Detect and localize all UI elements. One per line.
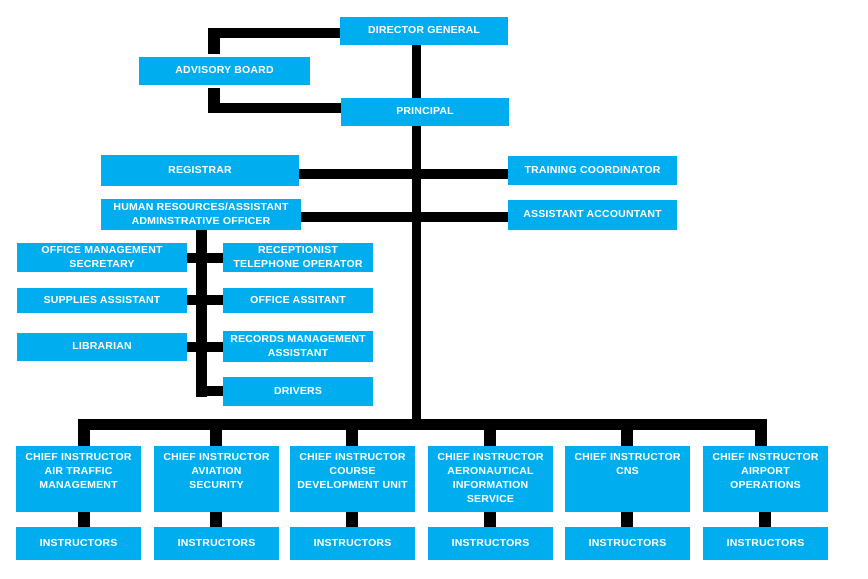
node-chief-aeronautical-information-service: CHIEF INSTRUCTOR AERONAUTICAL INFORMATIO… [428, 446, 553, 512]
node-instructors-airport-operations: INSTRUCTORS [703, 527, 828, 560]
connector-stub-drivers [196, 386, 223, 396]
connector-stub-row-librarian [187, 342, 223, 352]
node-chief-course-development-unit: CHIEF INSTRUCTOR COURSE DEVELOPMENT UNIT [290, 446, 415, 512]
node-office-assitant: OFFICE ASSITANT [223, 288, 373, 313]
node-instructors-air-traffic-management: INSTRUCTORS [16, 527, 141, 560]
node-chief-cns: CHIEF INSTRUCTOR CNS [565, 446, 690, 512]
node-hr-admin-officer: HUMAN RESOURCES/ASSISTANT ADMINSTRATIVE … [101, 199, 301, 230]
connector-advisory-bottom [208, 103, 342, 113]
connector-spine [78, 419, 767, 430]
node-drivers: DRIVERS [223, 377, 373, 406]
connector-registrar-row [299, 169, 508, 179]
node-receptionist-telephone-operator: RECEPTIONIST TELEPHONE OPERATOR [223, 243, 373, 272]
connector-instructors-stub-5 [621, 512, 633, 527]
node-instructors-aeronautical-information-service: INSTRUCTORS [428, 527, 553, 560]
node-supplies-assistant: SUPPLIES ASSISTANT [17, 288, 187, 313]
connector-hr-subtree-vertical [196, 230, 207, 397]
node-instructors-aviation-security: INSTRUCTORS [154, 527, 279, 560]
node-principal: PRINCIPAL [341, 98, 509, 126]
node-assistant-accountant: ASSISTANT ACCOUNTANT [508, 200, 677, 230]
node-advisory-board: ADVISORY BOARD [136, 54, 313, 88]
node-office-management-secretary: OFFICE MANAGEMENT SECRETARY [17, 243, 187, 272]
node-registrar: REGISTRAR [101, 155, 299, 186]
connector-drop-2 [210, 419, 222, 446]
connector-drop-3 [346, 419, 358, 446]
connector-central-vertical [412, 44, 421, 430]
connector-stub-row-secretary [187, 253, 223, 263]
node-chief-aviation-security: CHIEF INSTRUCTOR AVIATION SECURITY [154, 446, 279, 512]
connector-drop-1 [78, 419, 90, 446]
connector-instructors-stub-1 [78, 512, 90, 527]
connector-instructors-stub-6 [759, 512, 771, 527]
connector-instructors-stub-2 [210, 512, 222, 527]
node-instructors-course-development-unit: INSTRUCTORS [290, 527, 415, 560]
connector-stub-row-supplies [187, 295, 223, 305]
connector-advisory-top [208, 28, 342, 38]
node-librarian: LIBRARIAN [17, 333, 187, 361]
connector-drop-6 [755, 419, 767, 446]
connector-drop-5 [621, 419, 633, 446]
node-chief-air-traffic-management: CHIEF INSTRUCTOR AIR TRAFFIC MANAGEMENT [16, 446, 141, 512]
node-training-coordinator: TRAINING COORDINATOR [508, 156, 677, 185]
connector-instructors-stub-4 [484, 512, 496, 527]
node-chief-airport-operations: CHIEF INSTRUCTOR AIRPORT OPERATIONS [703, 446, 828, 512]
connector-instructors-stub-3 [346, 512, 358, 527]
connector-hr-row [301, 212, 508, 222]
connector-drop-4 [484, 419, 496, 446]
node-instructors-cns: INSTRUCTORS [565, 527, 690, 560]
node-director-general: DIRECTOR GENERAL [340, 17, 508, 45]
node-records-management-assistant: RECORDS MANAGEMENT ASSISTANT [223, 331, 373, 362]
